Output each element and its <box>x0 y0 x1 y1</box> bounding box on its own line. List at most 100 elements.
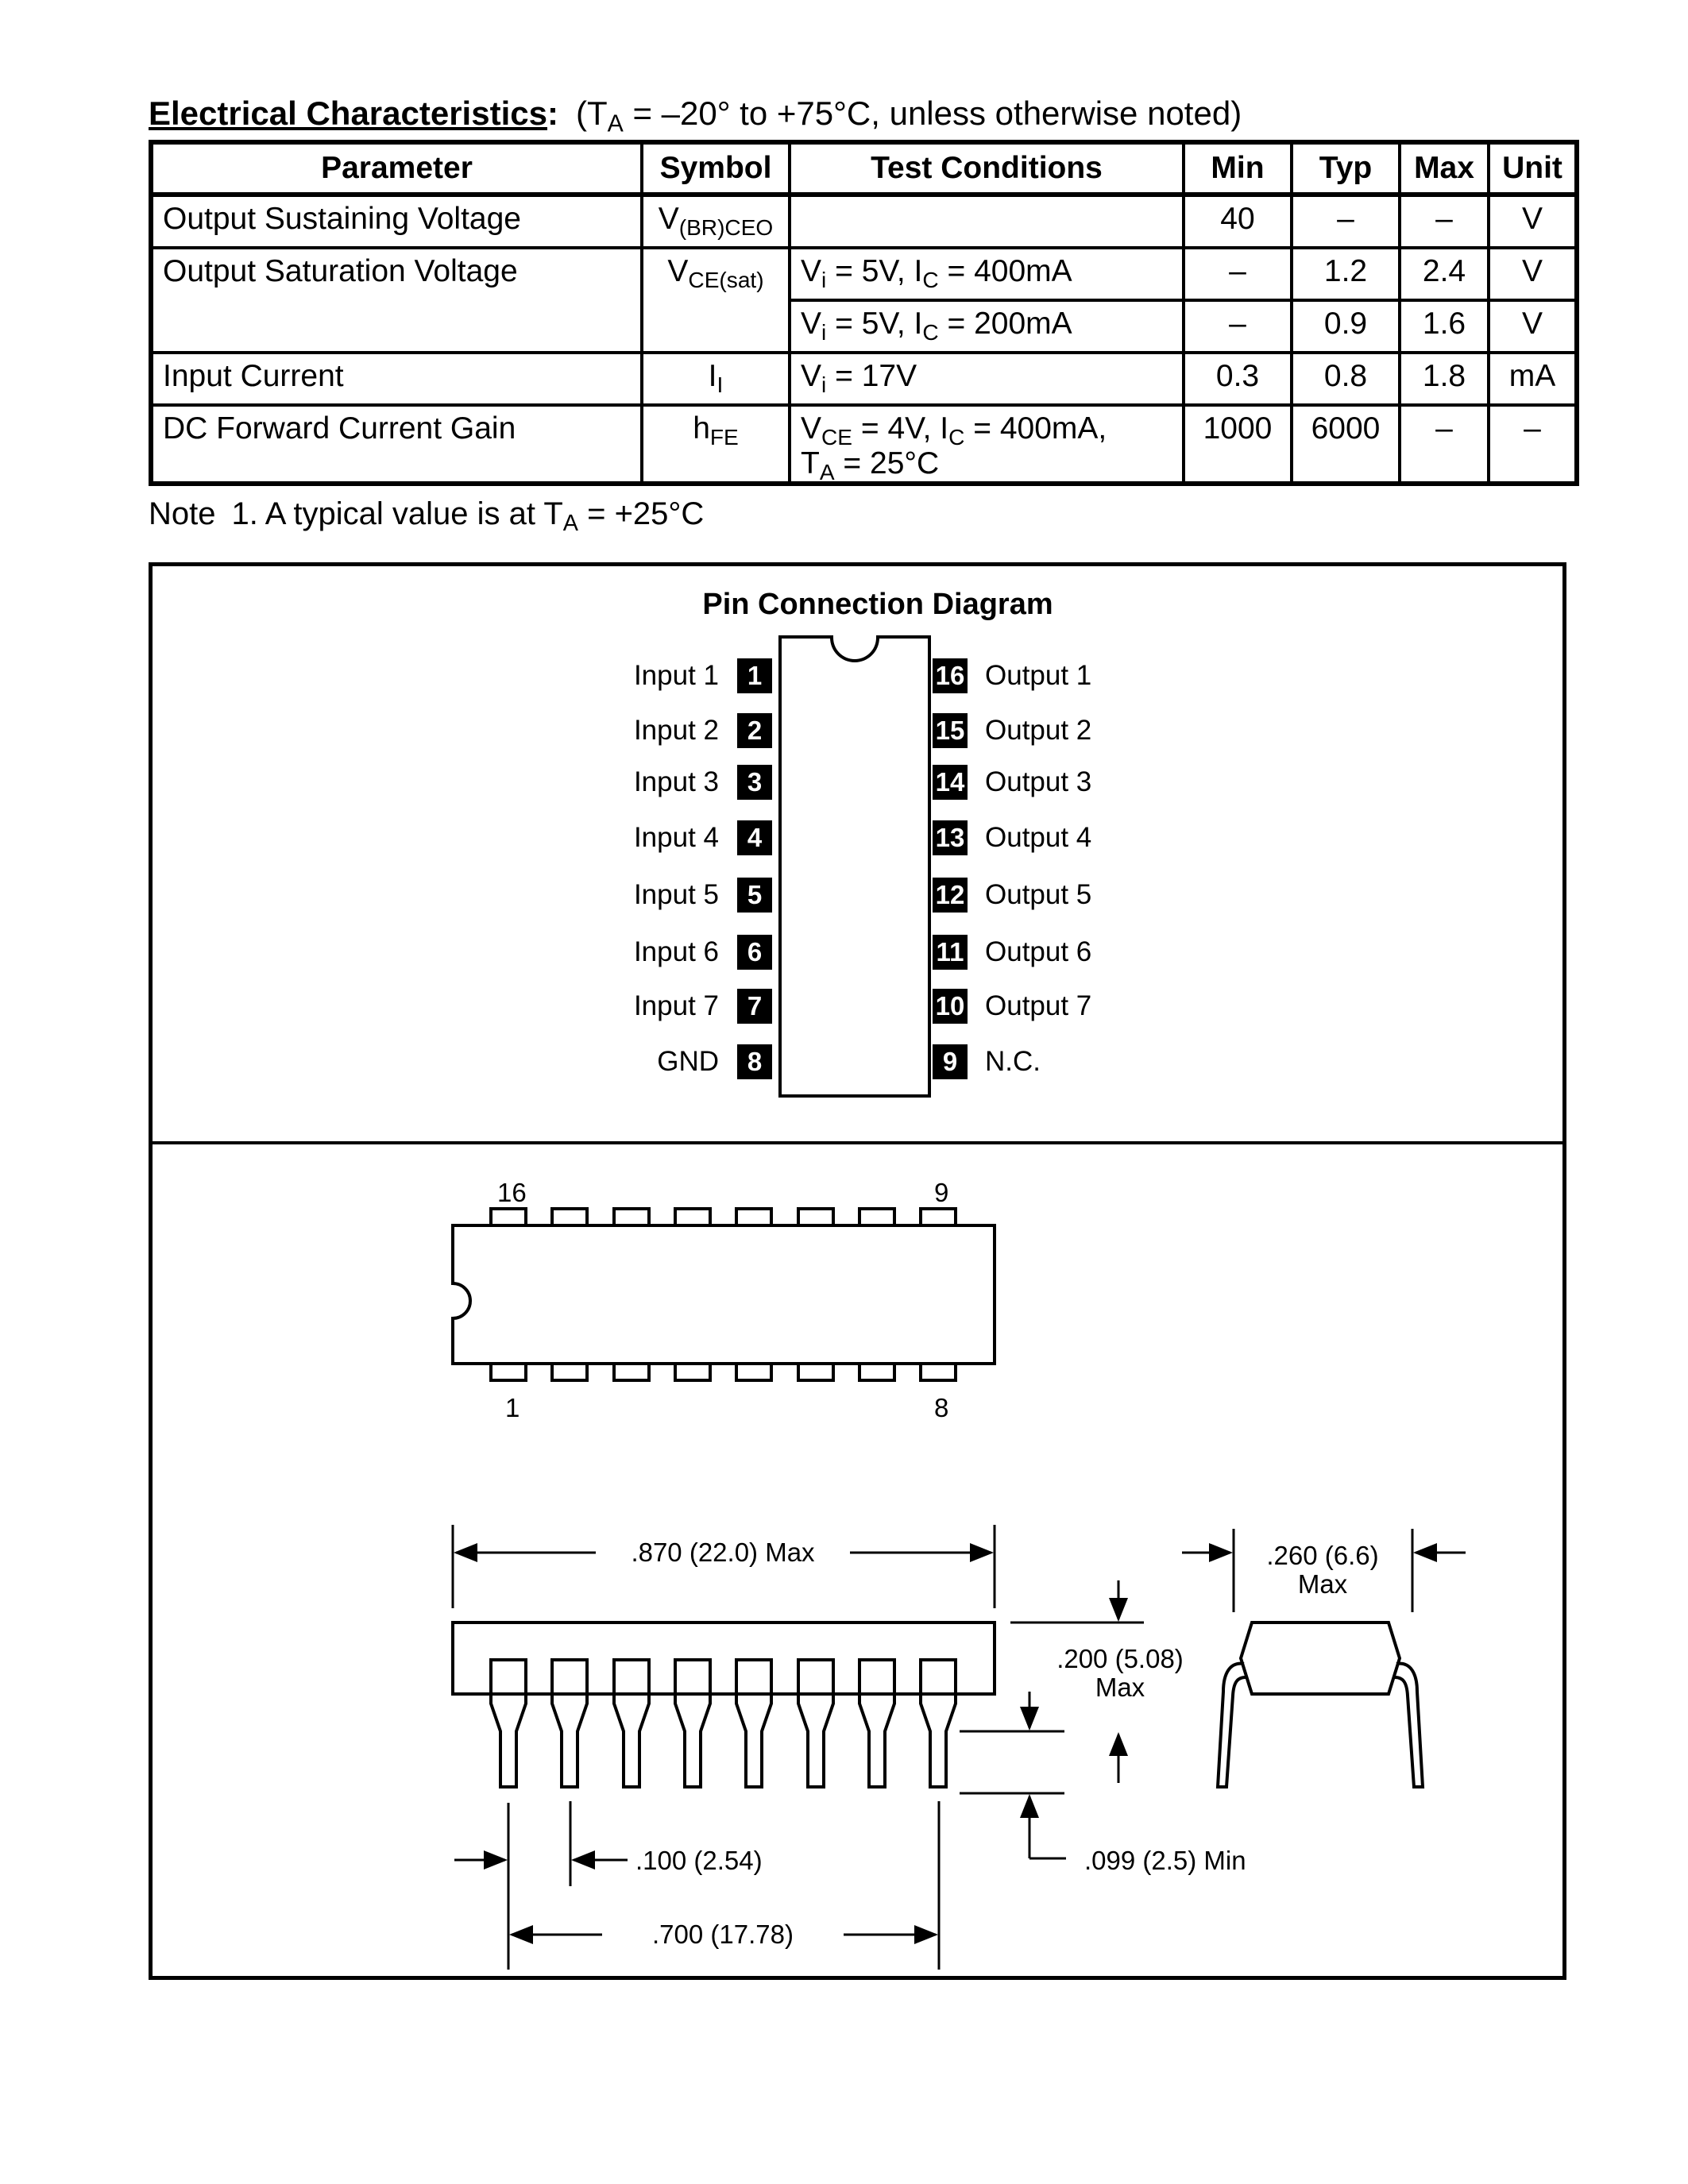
cell-unit: V <box>1487 193 1578 249</box>
pin-label: N.C. <box>985 1046 1041 1077</box>
side-view-body <box>451 1621 996 1696</box>
pin-number: 6 <box>737 935 772 970</box>
cell-unit: V <box>1487 246 1578 302</box>
heading-condition: (TA = –20° to +75°C, unless otherwise no… <box>575 95 1242 136</box>
pin-number: 2 <box>737 713 772 748</box>
electrical-characteristics-table: Parameter Symbol Test Conditions Min Typ… <box>149 140 1579 486</box>
header-test-conditions: Test Conditions <box>788 141 1185 197</box>
end-view-body <box>1238 1621 1402 1696</box>
cell-max: 1.6 <box>1398 299 1490 354</box>
cond-text: = 25°C <box>834 446 940 480</box>
dim-width-value: .260 (6.6) <box>1266 1541 1379 1570</box>
cond-sub: C <box>948 424 965 450</box>
dim-pitch: .100 (2.54) <box>635 1846 763 1875</box>
top-view-pin-1-label: 1 <box>505 1393 520 1422</box>
pin-number: 5 <box>737 878 772 913</box>
pin-number: 14 <box>933 765 968 800</box>
pin-number: 1 <box>737 658 772 693</box>
cond-text: = 5V, I <box>826 307 923 341</box>
header-max: Max <box>1398 141 1490 197</box>
side-view-leads <box>489 1658 957 1788</box>
header-unit: Unit <box>1487 141 1578 197</box>
header-symbol: Symbol <box>640 141 791 197</box>
header-parameter: Parameter <box>149 141 643 197</box>
cond-text: = 400mA, <box>964 411 1107 446</box>
cell-min: 40 <box>1182 193 1293 249</box>
cell-max: – <box>1398 193 1490 249</box>
cond-sub: C <box>922 267 939 292</box>
heading-cond-sub: A <box>607 110 624 137</box>
dim-height-max: Max <box>1095 1673 1145 1702</box>
pin-label: Input 6 <box>633 936 719 967</box>
cell-test-conditions: Vi = 17V <box>788 351 1185 407</box>
cell-min: – <box>1182 246 1293 302</box>
cell-min: 0.3 <box>1182 351 1293 407</box>
pin-label: Input 2 <box>633 715 719 746</box>
side-view-package <box>451 1621 996 1788</box>
cond-sub: A <box>819 459 835 484</box>
pin-label: Output 2 <box>985 715 1092 746</box>
header-typ: Typ <box>1290 141 1401 197</box>
note-text-end: = +25°C <box>577 496 705 531</box>
pin-label: Input 5 <box>633 879 719 910</box>
symbol-sub: CE(sat) <box>688 267 764 292</box>
cond-text: V <box>801 359 822 393</box>
cell-test-conditions: Vi = 5V, IC = 200mA <box>788 299 1185 354</box>
dimension-lines <box>451 1525 1466 1970</box>
section-heading: Electrical Characteristics:(TA = –20° to… <box>149 93 1242 136</box>
pin-label: Output 3 <box>985 766 1092 797</box>
cell-test-conditions: Vi = 5V, IC = 400mA <box>788 246 1185 302</box>
cond-sub: i <box>821 267 827 292</box>
pin-number: 11 <box>933 935 968 970</box>
end-view-left-lead <box>1215 1661 1246 1788</box>
table-row: DC Forward Current Gain hFE VCE = 4V, IC… <box>149 403 1578 485</box>
heading-label: Electrical Characteristics <box>149 95 547 132</box>
pin-diagram-title: Pin Connection Diagram <box>702 588 1053 621</box>
table-row: Input Current II Vi = 17V 0.3 0.8 1.8 mA <box>149 351 1578 407</box>
pin-number: 7 <box>737 989 772 1024</box>
symbol-sub: (BR)CEO <box>678 214 774 240</box>
pin-label: Output 5 <box>985 879 1092 910</box>
heading-cond-open: (T <box>575 95 608 132</box>
symbol-main: V <box>667 254 689 288</box>
pin-number: 12 <box>933 878 968 913</box>
pin-number: 15 <box>933 713 968 748</box>
symbol-sub: FE <box>709 424 739 450</box>
cell-typ: 0.8 <box>1290 351 1401 407</box>
pin-label: Output 1 <box>985 660 1092 691</box>
pin-label: Input 4 <box>633 822 719 853</box>
pin-label: GND <box>657 1046 719 1077</box>
cond-text: = 200mA <box>938 307 1072 341</box>
cond-text: = 5V, I <box>826 254 923 288</box>
cell-min: 1000 <box>1182 403 1293 485</box>
cell-parameter: DC Forward Current Gain <box>149 403 643 485</box>
top-view-upper-pins <box>489 1207 957 1227</box>
pin-label: Output 7 <box>985 990 1092 1021</box>
top-view-package <box>451 1207 996 1382</box>
end-view-package <box>1215 1621 1425 1788</box>
diagram-divider <box>149 1141 1566 1144</box>
table-row: Output Saturation Voltage VCE(sat) Vi = … <box>149 246 1578 354</box>
cell-parameter: Output Sustaining Voltage <box>149 193 643 249</box>
pin-number: 16 <box>933 658 968 693</box>
symbol-main: I <box>708 359 717 393</box>
cell-max: 2.4 <box>1398 246 1490 302</box>
cell-typ: – <box>1290 193 1401 249</box>
header-min: Min <box>1182 141 1293 197</box>
dim-length: .870 (22.0) Max <box>631 1538 815 1567</box>
cond-text: V <box>801 307 822 341</box>
top-view-pin-8-label: 8 <box>934 1393 949 1422</box>
cell-max: – <box>1398 403 1490 485</box>
cell-parameter: Output Saturation Voltage <box>149 246 643 354</box>
note-label: Note <box>149 496 216 531</box>
pin-label: Input 7 <box>633 990 719 1021</box>
pin-number: 13 <box>933 820 968 855</box>
note-text: 1. A typical value is at T <box>231 496 563 531</box>
cond-sub: C <box>922 319 939 345</box>
pin-label: Output 6 <box>985 936 1092 967</box>
cell-test-conditions: VCE = 4V, IC = 400mA,TA = 25°C <box>788 403 1185 485</box>
cell-typ: 0.9 <box>1290 299 1401 354</box>
top-view-lower-pins <box>489 1362 957 1382</box>
